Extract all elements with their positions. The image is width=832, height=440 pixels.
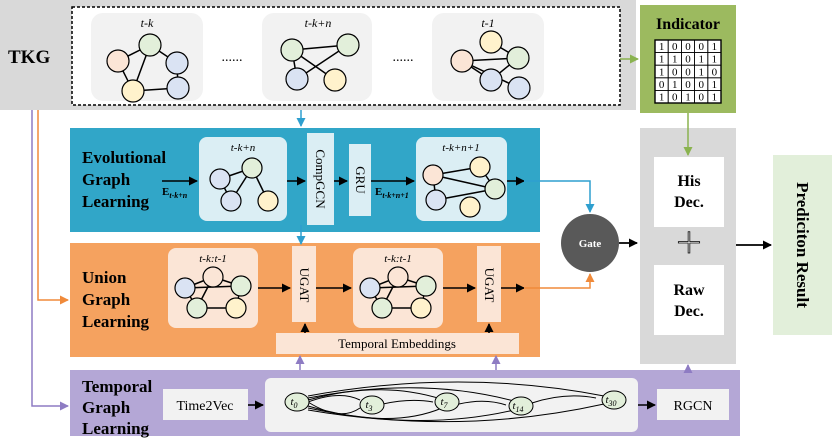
temporal-node-label: t3 — [365, 399, 372, 413]
time2vec-box — [163, 389, 248, 420]
indicator-cell-value: 0 — [685, 79, 691, 91]
temporal-node: t7 — [434, 392, 460, 412]
indicator-cell-value: 1 — [712, 79, 718, 91]
raw-dec-line1: Raw — [673, 282, 705, 299]
temporal-node: t3 — [359, 395, 385, 415]
indicator-cell-value: 1 — [712, 54, 718, 66]
indicator-cell-value: 1 — [659, 92, 665, 104]
indicator-cell-value: 1 — [672, 54, 678, 66]
temporal-node-label: t0 — [290, 396, 297, 410]
temporal-node: t0 — [284, 392, 310, 412]
snapshot-1-label: t-k — [141, 16, 154, 30]
indicator-title: Indicator — [656, 16, 720, 33]
indicator-cell-value: 1 — [712, 92, 718, 104]
temporal-embeddings-label: Temporal Embeddings — [338, 336, 456, 351]
indicator-cell-value: 0 — [712, 66, 718, 78]
union-graph-2-label: t-k:t-1 — [384, 253, 411, 265]
evolutional-input-label: Et-k+n — [162, 186, 188, 200]
temporal-node-label: t14 — [512, 400, 523, 414]
tkg-snapshot-3: t-1 — [432, 13, 544, 101]
temporal-node-label: t30 — [605, 394, 616, 408]
indicator-cell-value: 1 — [672, 79, 678, 91]
union-title-line1: Union — [82, 268, 127, 287]
indicator-cell-value: 0 — [685, 54, 691, 66]
rgcn-box — [657, 389, 729, 420]
temporal-title-line3: Learning — [82, 419, 150, 438]
gate-node — [561, 214, 619, 272]
indicator-cell-value: 0 — [672, 66, 678, 78]
indicator-cell-value: 1 — [712, 41, 718, 53]
his-dec-line1: His — [677, 173, 700, 190]
union-title-line2: Graph — [82, 290, 131, 309]
union-to-gate-arrow — [524, 273, 595, 289]
temporal-title-line1: Temporal — [82, 377, 152, 396]
indicator-cell-value: 0 — [685, 41, 691, 53]
temporal-node: t30 — [601, 390, 627, 410]
union-graph-1: t-k:t-1 — [168, 248, 258, 328]
compgcn-box — [307, 133, 334, 225]
gru-label: GRU — [353, 166, 368, 194]
indicator-cell-value: 0 — [672, 92, 678, 104]
snapshot-2-label: t-k+n — [305, 16, 332, 30]
plus-sign: + — [675, 222, 704, 262]
prediction-box — [773, 155, 832, 335]
temporal-title-line2: Graph — [82, 398, 131, 417]
his-dec-line2: Dec. — [674, 194, 704, 211]
evolutional-graph-out: t-k+n+1 — [416, 137, 507, 221]
evolutional-title-line3: Learning — [82, 192, 150, 211]
raw-dec-line2: Dec. — [674, 303, 704, 320]
indicator-cell-value: 1 — [659, 41, 665, 53]
temporal-node: t14 — [508, 396, 534, 416]
indicator-cell-value: 0 — [698, 79, 704, 91]
indicator-cell-value: 1 — [659, 66, 665, 78]
time2vec-label: Time2Vec — [176, 399, 233, 414]
temporal-nodes: t0 t3 t7 t14 t30 — [284, 390, 627, 416]
tkg-to-temporal-arrow — [31, 110, 69, 411]
indicator-cell-value: 0 — [685, 66, 691, 78]
evolutional-graph-in-label: t-k+n — [231, 142, 256, 154]
ugat-2-label: UGAT — [482, 268, 497, 303]
tkg-snapshot-2: t-k+n — [262, 13, 372, 101]
temporal-edges — [307, 381, 605, 423]
prediction-label: Prediciton Result — [793, 182, 812, 308]
his-dec-box — [654, 157, 724, 227]
indicator-cell-value: 0 — [659, 79, 665, 91]
indicator-cell-value: 1 — [698, 54, 704, 66]
gru-box — [349, 144, 371, 216]
evolutional-output-label: Et-k+n+1 — [375, 186, 409, 200]
indicator-cell-value: 0 — [672, 41, 678, 53]
indicator-cell-value: 1 — [685, 92, 691, 104]
tkg-to-union-arrow — [37, 110, 69, 305]
indicator-cell-value: 1 — [659, 54, 665, 66]
compgcn-label: CompGCN — [313, 149, 328, 209]
tkg-ellipsis-2: ...... — [393, 50, 414, 65]
indicator-cell-value: 0 — [698, 92, 704, 104]
indicator-cell-value: 1 — [698, 66, 704, 78]
union-title-line3: Learning — [82, 312, 150, 331]
ugat-1-label: UGAT — [297, 268, 312, 303]
indicator-cell — [707, 90, 722, 104]
temporal-node-label: t7 — [440, 396, 448, 410]
snapshot-3-label: t-1 — [481, 16, 494, 30]
evolutional-title-line1: Evolutional — [82, 148, 166, 167]
tkg-snapshot-1: t-k — [91, 13, 203, 103]
evolutional-graph-in: t-k+n — [199, 137, 287, 221]
ugat-2-box — [477, 246, 501, 322]
union-graph-1-label: t-k:t-1 — [199, 253, 226, 265]
gate-label: Gate — [579, 238, 602, 250]
evolutional-to-gate-arrow — [524, 180, 595, 213]
union-graph-2: t-k:t-1 — [353, 248, 443, 328]
temporal-embeddings-box — [276, 333, 519, 354]
rgcn-label: RGCN — [674, 399, 713, 414]
indicator-cell-value: 0 — [698, 41, 704, 53]
evolutional-graph-out-label: t-k+n+1 — [442, 142, 479, 154]
ugat-1-box — [292, 246, 316, 322]
evolutional-title-line2: Graph — [82, 170, 131, 189]
raw-dec-box — [654, 265, 724, 335]
tkg-label: TKG — [8, 47, 50, 68]
tkg-ellipsis-1: ...... — [222, 50, 243, 65]
